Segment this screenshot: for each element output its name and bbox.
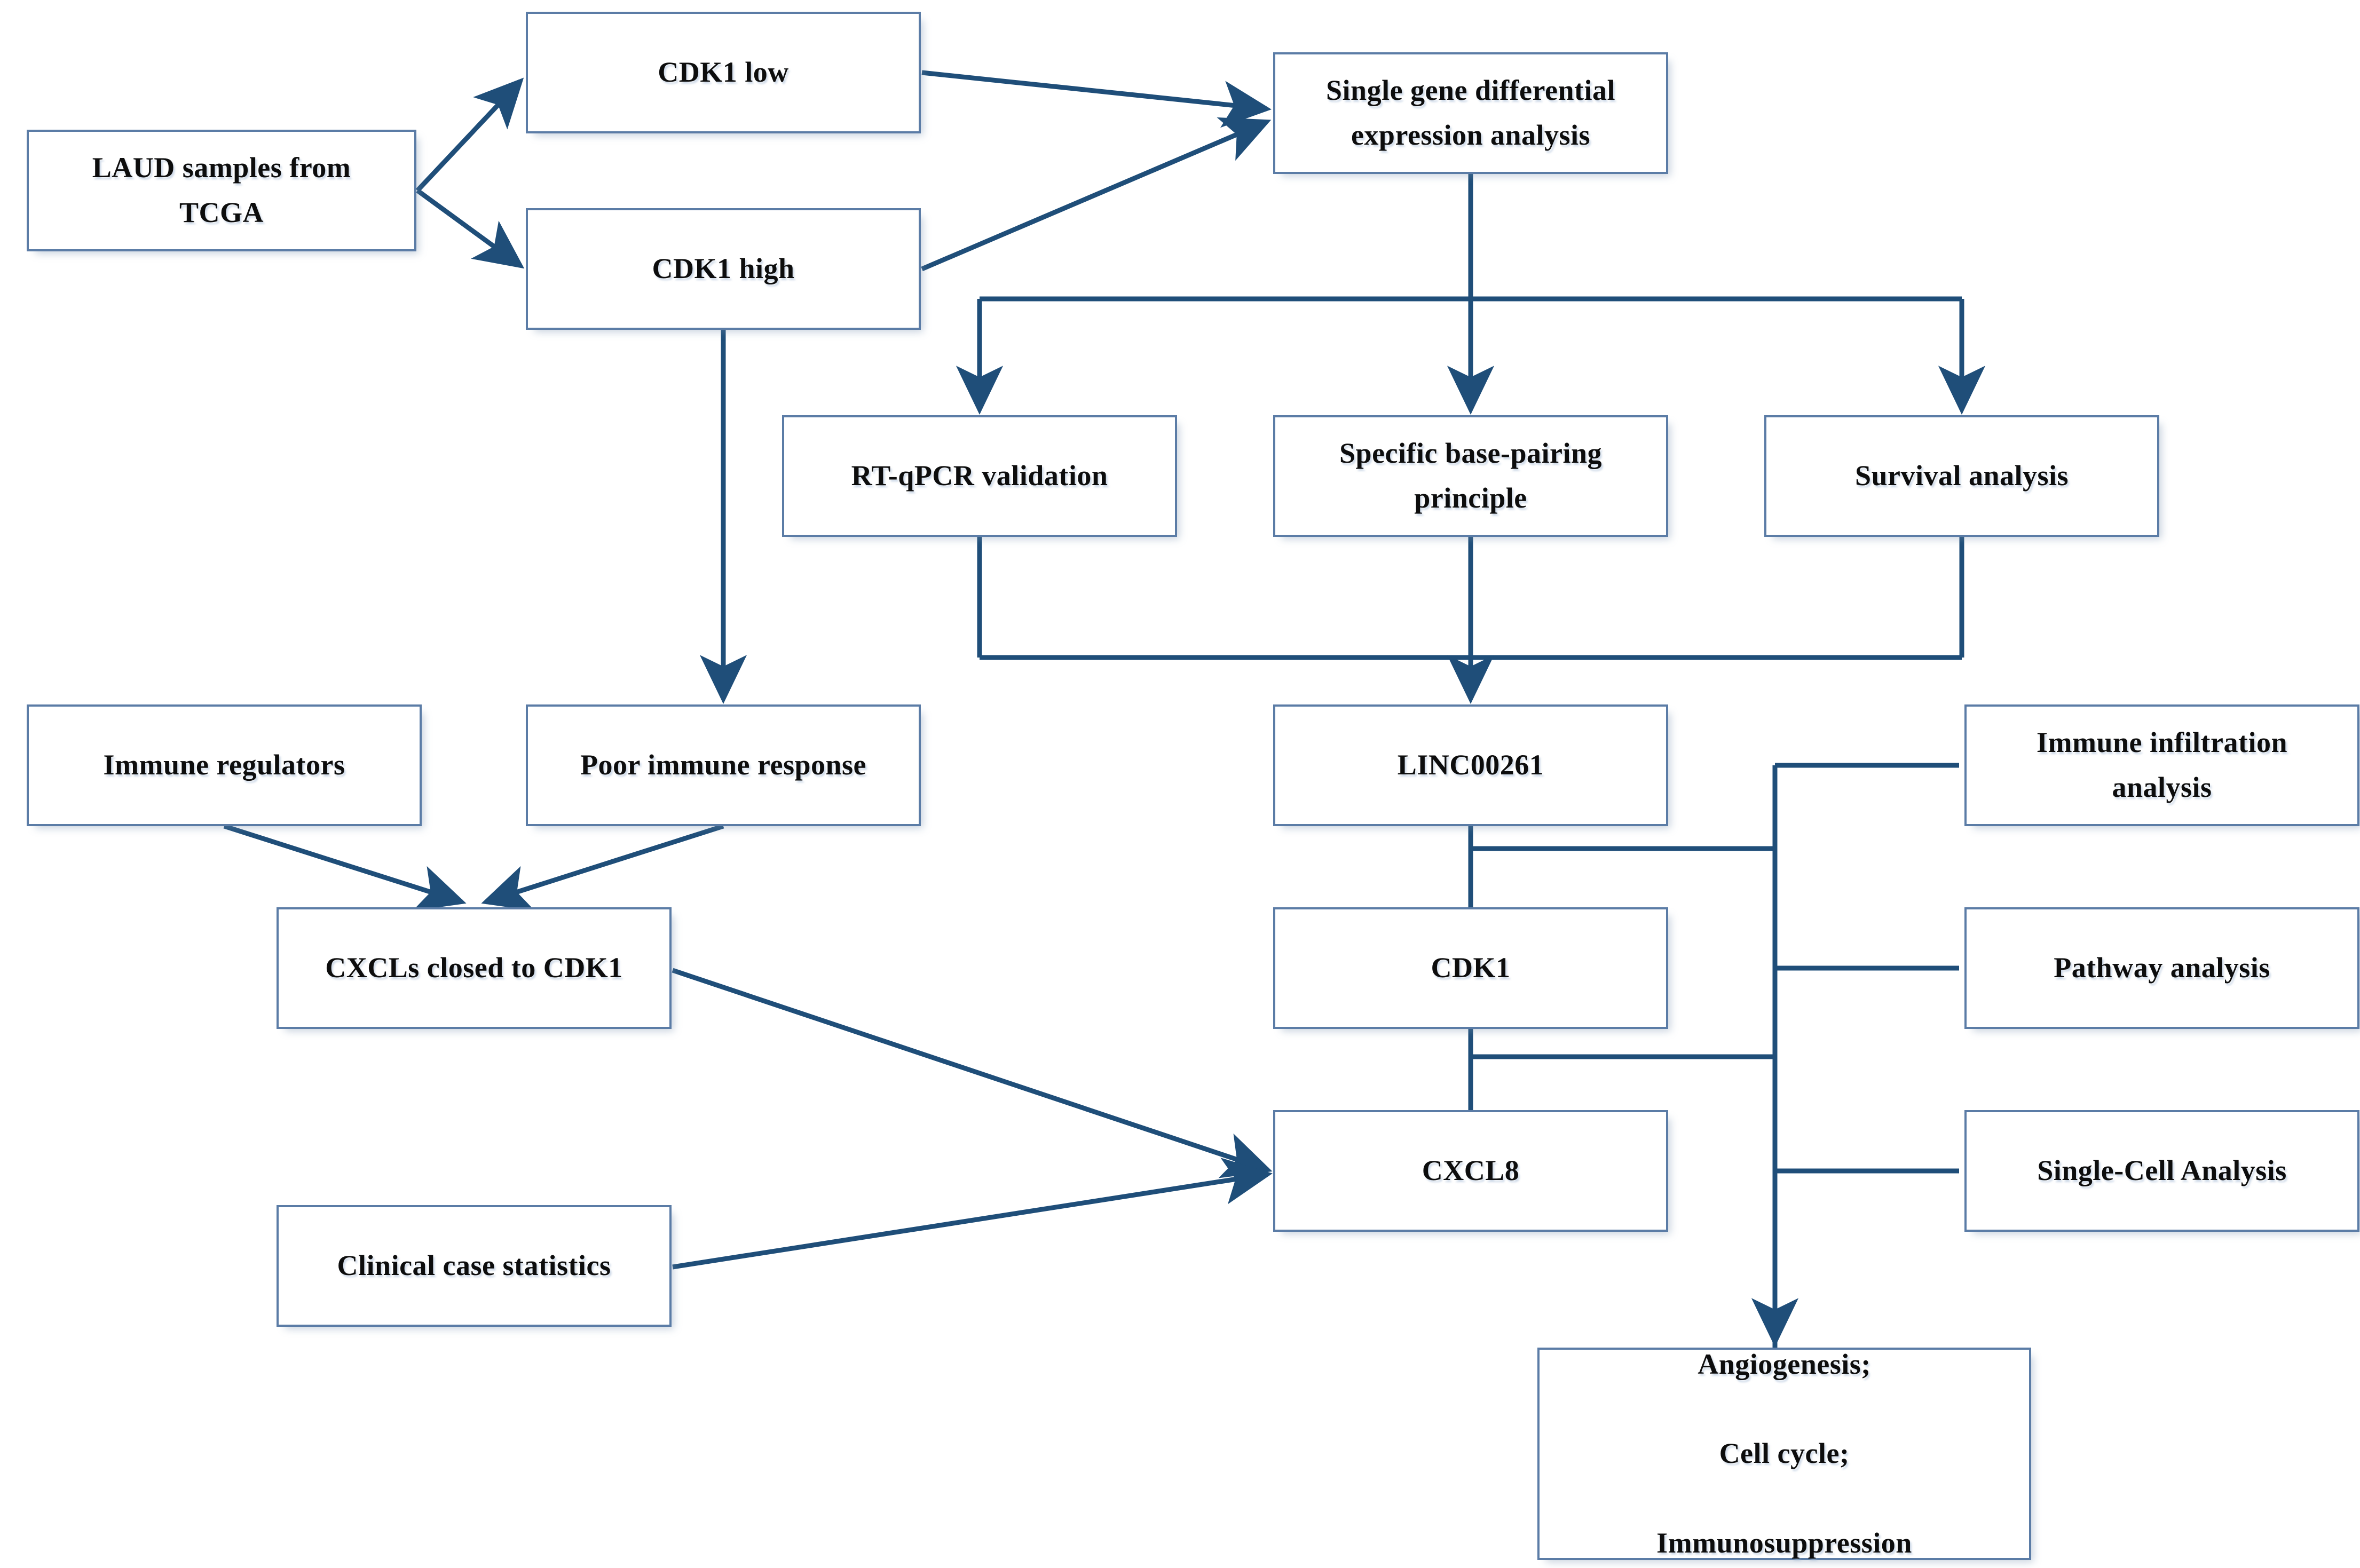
node-label: Immune infiltration analysis: [2036, 726, 2287, 803]
node-cdk1-center[interactable]: CDK1: [1273, 907, 1668, 1029]
node-rt-qpcr-validation[interactable]: RT-qPCR validation: [782, 415, 1177, 537]
node-laud-samples[interactable]: LAUD samples from TCGA: [27, 130, 416, 251]
edge-clinical-stats-to-cxcl8: [672, 1158, 1273, 1270]
node-label: LAUD samples from TCGA: [92, 152, 351, 228]
node-cxcl8[interactable]: CXCL8: [1273, 1110, 1668, 1232]
node-label: Clinical case statistics: [337, 1249, 611, 1282]
node-outcomes[interactable]: Angiogenesis; Cell cycle; Immunosuppress…: [1537, 1348, 2031, 1560]
edge-cdk1-high-to-diff-expr: [921, 117, 1272, 272]
edge-laud-to-cdk1-high: [416, 188, 525, 269]
node-label: Single gene differential expression anal…: [1326, 74, 1615, 151]
node-single-cell-analysis[interactable]: Single-Cell Analysis: [1964, 1110, 2359, 1232]
node-label: RT-qPCR validation: [851, 460, 1108, 492]
node-label: CXCL8: [1422, 1154, 1520, 1187]
node-poor-immune-response[interactable]: Poor immune response: [526, 704, 921, 826]
node-label: LINC00261: [1397, 749, 1544, 781]
node-linc00261[interactable]: LINC00261: [1273, 704, 1668, 826]
node-label: Specific base-pairing principle: [1339, 437, 1602, 514]
edge-poor-immune-to-cxcls: [481, 823, 724, 911]
node-cdk1-high[interactable]: CDK1 high: [526, 208, 921, 330]
node-cxcls-closed-to-cdk1[interactable]: CXCLs closed to CDK1: [277, 907, 672, 1029]
edge-cxcls-to-cxcl8: [672, 968, 1273, 1178]
node-label: Single-Cell Analysis: [2037, 1154, 2287, 1187]
node-label: CDK1 high: [652, 252, 795, 285]
node-single-gene-differential-expression-analysis[interactable]: Single gene differential expression anal…: [1273, 52, 1668, 174]
node-label: Survival analysis: [1854, 460, 2069, 492]
node-label: Angiogenesis; Cell cycle; Immunosuppress…: [1656, 1348, 1912, 1559]
node-label: CDK1 low: [658, 56, 789, 89]
node-survival-analysis[interactable]: Survival analysis: [1764, 415, 2159, 537]
node-clinical-case-statistics[interactable]: Clinical case statistics: [277, 1205, 672, 1327]
edge-cdk1-low-to-diff-expr: [921, 70, 1272, 128]
node-label: Pathway analysis: [2054, 952, 2270, 984]
node-label: Immune regulators: [103, 749, 345, 781]
edge-laud-to-cdk1-low: [415, 77, 524, 193]
node-label: CDK1: [1431, 952, 1511, 984]
node-specific-base-pairing-principle[interactable]: Specific base-pairing principle: [1273, 415, 1668, 537]
node-label: Poor immune response: [580, 749, 866, 781]
node-immune-regulators[interactable]: Immune regulators: [27, 704, 422, 826]
node-immune-infiltration-analysis[interactable]: Immune infiltration analysis: [1964, 704, 2359, 826]
node-pathway-analysis[interactable]: Pathway analysis: [1964, 907, 2359, 1029]
node-cdk1-low[interactable]: CDK1 low: [526, 12, 921, 133]
node-label: CXCLs closed to CDK1: [325, 952, 623, 984]
edge-immune-regulators-to-cxcls: [223, 823, 467, 911]
